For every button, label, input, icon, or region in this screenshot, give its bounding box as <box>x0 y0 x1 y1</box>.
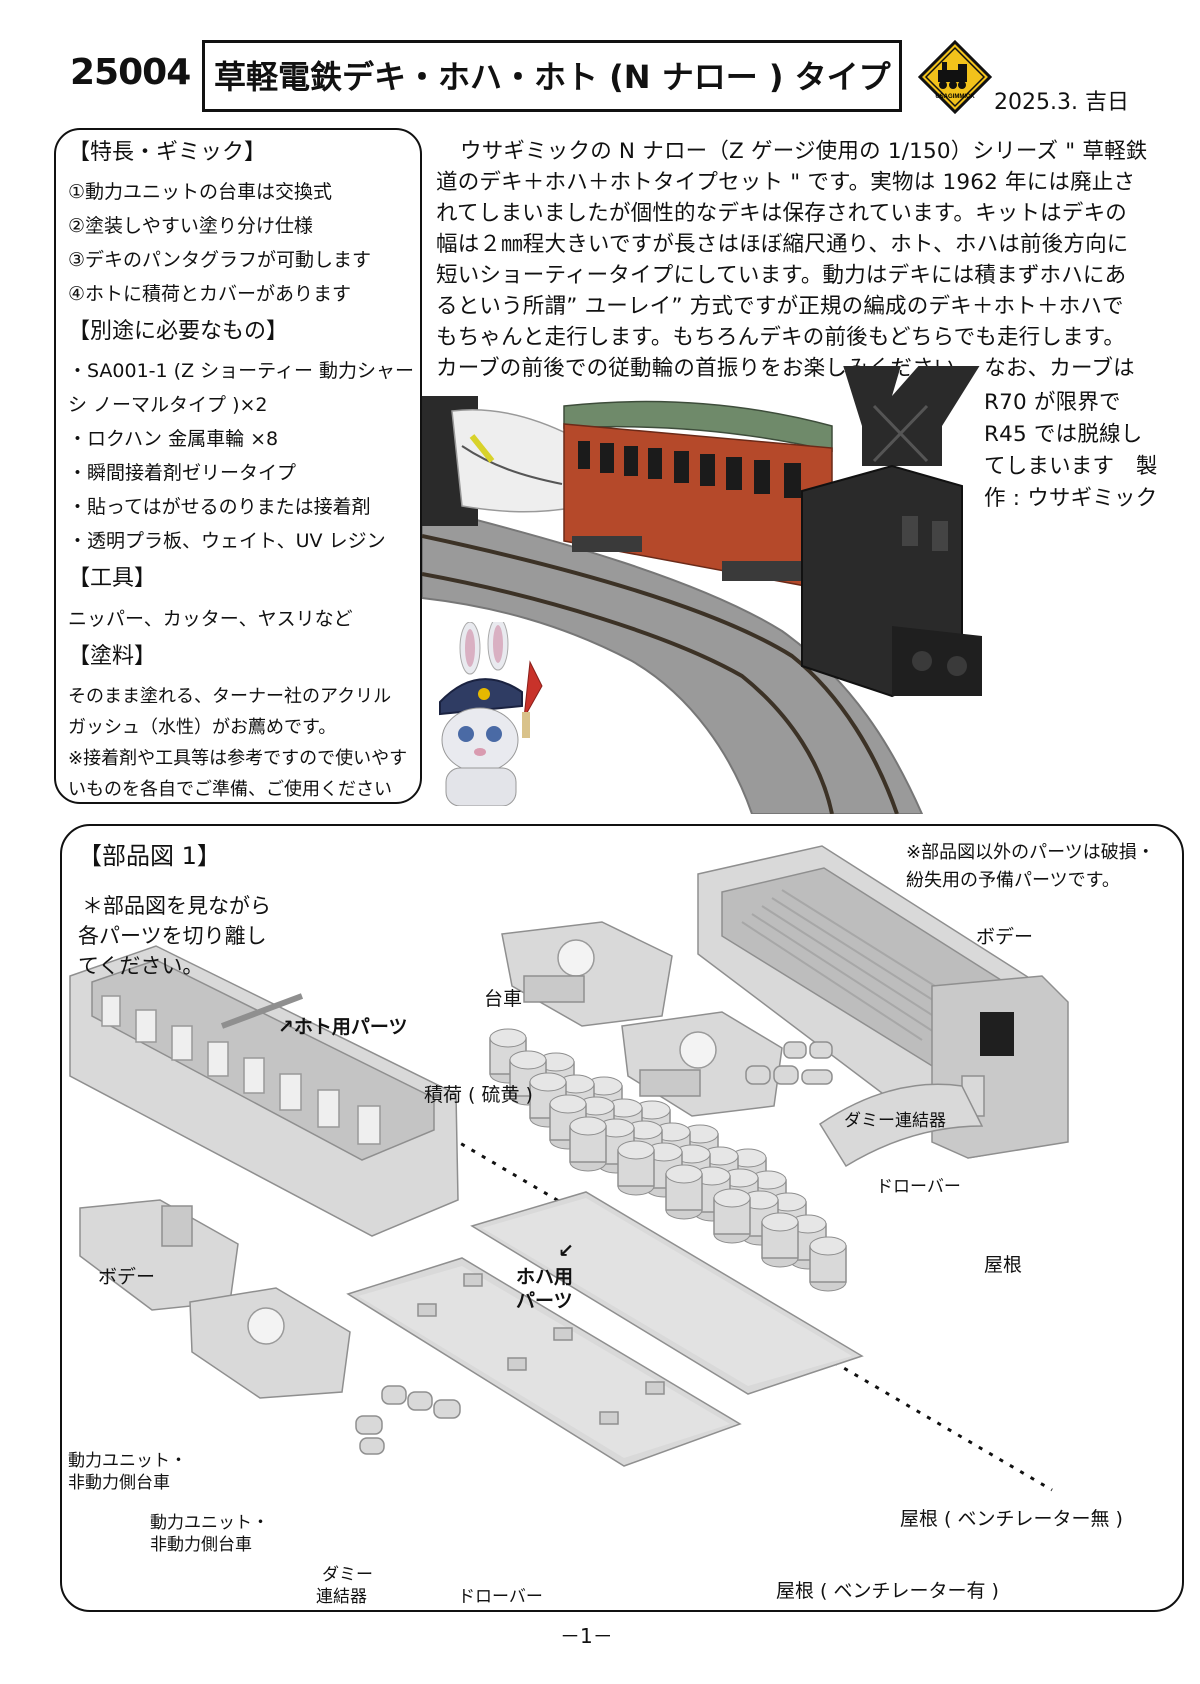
hoto-bogie-part-2 <box>621 1011 783 1117</box>
divider-line <box>191 984 1053 1492</box>
label-hoto-roof: 屋根 <box>984 1254 1023 1276</box>
feature-item: ②塗装しやすい塗り分け仕様 <box>68 215 313 237</box>
label-roof-no-vent: 屋根 ( ベンチレーター無 ) <box>900 1508 1123 1530</box>
hoha-power-bogie-part-1 <box>79 1199 239 1311</box>
label-hoto-body: ボデー <box>976 926 1034 948</box>
hoha-dummy-coupler-part <box>355 1415 385 1455</box>
feature-item: ③デキのパンタグラフが可動します <box>68 249 371 271</box>
paint-text: いものを各自でご準備、ご使用ください <box>68 779 392 800</box>
cargo-part <box>489 1028 847 1292</box>
tools-text: ニッパー、カッター、ヤスリなど <box>68 608 353 630</box>
product-photo <box>422 366 982 814</box>
usagimmick-logo: USAGIMMICK <box>918 40 992 114</box>
rabbit-mascot <box>439 622 543 806</box>
label-hoto-drawbar: ドローバー <box>876 1177 961 1197</box>
hoto-body-part <box>697 845 1069 1159</box>
page-title: 草軽電鉄デキ・ホハ・ホト (N ナロー ) タイプ <box>214 58 891 96</box>
feature-item: ④ホトに積荷とカバーがあります <box>68 283 352 305</box>
tools-heading: 【工具】 <box>68 566 157 591</box>
label-hoto-dummy-coupler: ダミー連結器 <box>844 1111 946 1131</box>
roof-no-vent-part <box>470 1191 864 1395</box>
label-hoha-body: ボデー <box>98 1266 156 1288</box>
page-number: －1－ <box>560 1624 613 1648</box>
description-side-line: てしまいます 製 <box>984 454 1158 479</box>
label-power-bogie-2: 動力ユニット・ <box>150 1513 269 1533</box>
description-side-line: R45 では脱線し <box>984 422 1143 447</box>
hoto-parts-label: ↗ホト用パーツ <box>278 1016 408 1038</box>
label-power-bogie-1: 動力ユニット・ <box>68 1451 187 1471</box>
required-item: ・ロクハン 金属車輪 ×8 <box>68 428 279 450</box>
required-item: ・SA001-1 (Z ショーティー 動力シャー <box>68 360 415 382</box>
paint-text: ※接着剤や工具等は参考ですので使いやす <box>68 748 408 769</box>
label-cargo: 積荷 ( 硫黄 ) <box>424 1084 533 1106</box>
product-code: 25004 <box>70 52 191 93</box>
hoto-dummy-coupler-part <box>783 1041 833 1059</box>
paint-text: そのまま塗れる、ターナー社のアクリル <box>68 686 392 707</box>
features-box <box>54 128 422 804</box>
instruction-text: てください。 <box>78 954 204 978</box>
label-bogie: 台車 <box>484 988 523 1010</box>
roof-vent-part <box>346 1257 742 1467</box>
hoha-body-part <box>69 945 459 1237</box>
title-box <box>202 40 902 112</box>
parts-diagram-illustration <box>69 845 1069 1492</box>
description-line: カーブの前後での従動輪の首振りをお楽しみください。 なお、カーブは <box>436 356 1135 381</box>
description-line: 幅は２㎜程大きいですが長さはほぼ縮尺通り、ホト、ホハは前後方向に <box>436 232 1129 257</box>
hoha-parts-label: ホハ用 <box>516 1266 574 1288</box>
paint-heading: 【塗料】 <box>68 644 157 669</box>
hoha-drawbar-part <box>381 1385 461 1419</box>
description-side-line: 作 : ウサギミック <box>984 486 1158 511</box>
hoha-power-bogie-part-2 <box>189 1287 351 1399</box>
label-power-bogie-1: 非動力側台車 <box>68 1473 170 1493</box>
label-power-bogie-2: 非動力側台車 <box>150 1535 252 1555</box>
required-heading: 【別途に必要なもの】 <box>68 319 289 344</box>
description-line: るという所謂” ユーレイ” 方式ですが正規の編成のデキ＋ホト＋ホハで <box>436 294 1124 319</box>
required-item: ・瞬間接着剤ゼリータイプ <box>68 462 297 484</box>
instruction-text: 各パーツを切り離し <box>78 924 267 948</box>
hoha-parts-arrow: ↙ <box>558 1240 574 1262</box>
hoto-drawbar-part <box>745 1065 833 1085</box>
label-hoha-drawbar: ドローバー <box>458 1587 543 1607</box>
required-item: シ ノーマルタイプ )×2 <box>68 394 268 416</box>
logo-text: USAGIMMICK <box>935 94 975 100</box>
required-item: ・透明プラ板、ウェイト、UV レジン <box>68 530 386 552</box>
parts-diagram-title: 【部品図 1】 <box>78 842 221 870</box>
label-hoha-dummy-coupler: ダミー <box>322 1565 373 1585</box>
feature-item: ①動力ユニットの台車は交換式 <box>68 181 333 203</box>
spare-parts-note: 紛失用の予備パーツです。 <box>906 870 1120 891</box>
paint-text: ガッシュ（水性）がお薦めです。 <box>68 717 337 738</box>
spare-parts-note: ※部品図以外のパーツは破損・ <box>906 842 1155 863</box>
parts-diagram-box <box>60 824 1184 1612</box>
issue-date: 2025.3. 吉日 <box>994 90 1129 115</box>
description-line: ウサギミックの N ナロー（Z ゲージ使用の 1/150）シリーズ " 草軽鉄 <box>460 139 1148 164</box>
description-line: もちゃんと走行します。もちろんデキの前後もどちらでも走行します。 <box>436 325 1126 350</box>
label-hoha-dummy-coupler: 連結器 <box>316 1587 367 1607</box>
description-line: 短いショーティータイプにしています。動力はデキには積まずホハにあ <box>436 263 1127 288</box>
description-line: れてしまいましたが個性的なデキは保存されています。キットはデキの <box>436 201 1127 226</box>
description-side-line: R70 が限界で <box>984 390 1121 415</box>
hoto-roof-part <box>818 1083 984 1168</box>
description-line: 道のデキ＋ホハ＋ホトタイプセット " です。実物は 1962 年には廃止さ <box>436 170 1136 195</box>
instruction-text: ＊部品図を見ながら <box>82 894 271 918</box>
label-roof-vent: 屋根 ( ベンチレーター有 ) <box>776 1580 999 1602</box>
hoha-parts-label: パーツ <box>516 1290 573 1312</box>
hoto-bogie-part-1 <box>501 921 673 1027</box>
features-heading: 【特長・ギミック】 <box>68 140 267 165</box>
required-item: ・貼ってはがせるのりまたは接着剤 <box>68 496 371 518</box>
